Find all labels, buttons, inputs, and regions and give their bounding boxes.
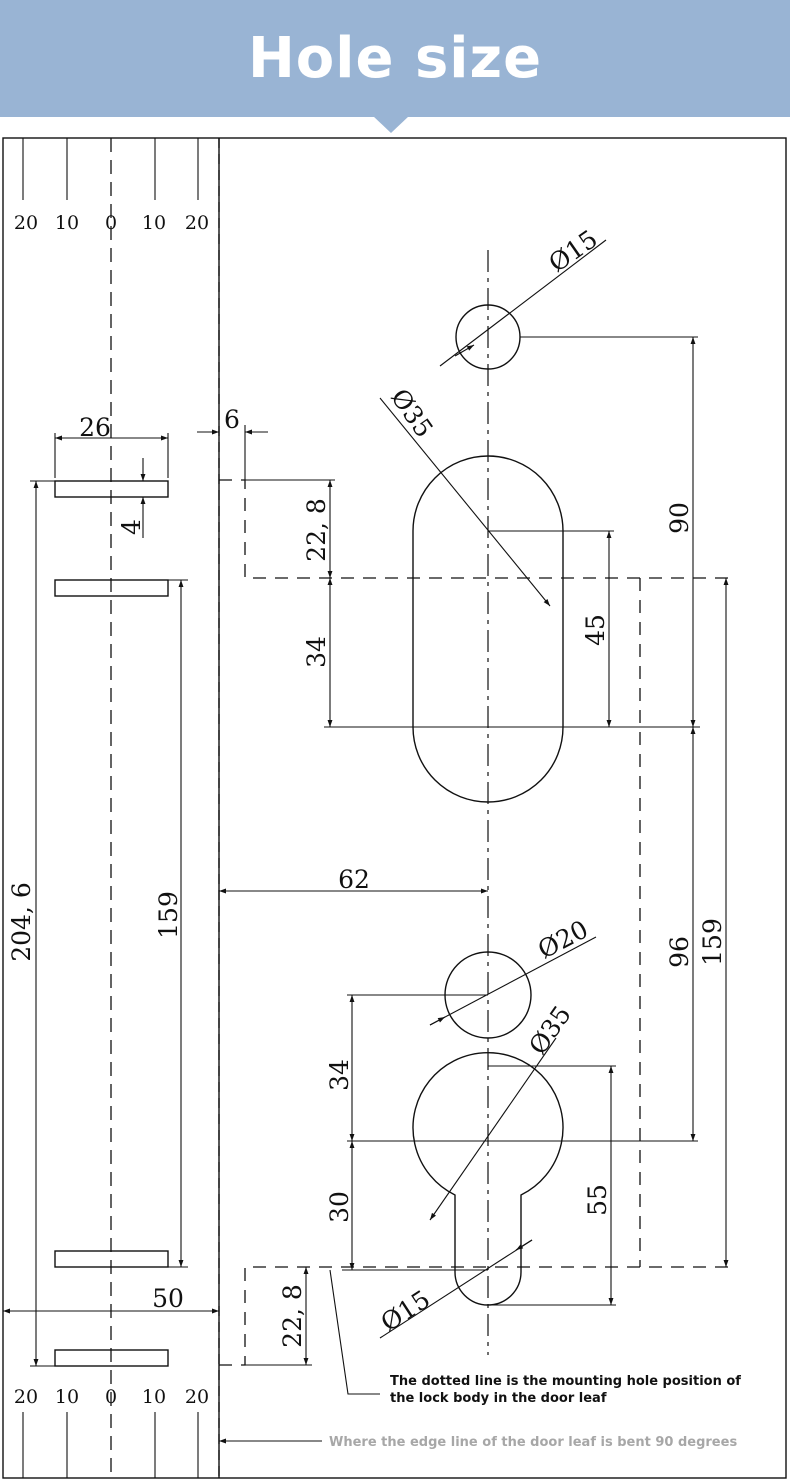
dim-label: 45	[581, 614, 610, 646]
dim-label: Ø15	[376, 1284, 436, 1337]
dim-label: Ø20	[533, 914, 593, 964]
strike-slot	[54, 1349, 169, 1367]
note-mounting-line-2: the lock body in the door leaf	[390, 1391, 607, 1406]
leader-cylinder-tail	[379, 1239, 533, 1339]
dim-label: 62	[338, 865, 370, 894]
note-edge-bent: Where the edge line of the door leaf is …	[329, 1435, 737, 1450]
dim-label: 34	[325, 1059, 354, 1091]
dim-label: 30	[325, 1191, 354, 1223]
page-title: Hole size	[247, 26, 543, 91]
dim-label: Ø35	[523, 1000, 577, 1059]
dim-label: 6	[224, 405, 240, 434]
header-banner	[0, 0, 790, 117]
ruler	[22, 138, 199, 1478]
banner-pointer	[373, 116, 409, 133]
dim-label: 22, 8	[278, 1284, 307, 1348]
dim-label: 90	[665, 502, 694, 534]
dim-label: 204, 6	[7, 882, 36, 962]
dim-label: 96	[665, 936, 694, 968]
strike-slot	[54, 1250, 169, 1268]
ruler-bottom-tick: 10	[142, 1386, 166, 1408]
ruler-top-tick: 0	[105, 212, 117, 234]
dim-label: 4	[117, 519, 146, 535]
dim-strike-width	[54, 433, 169, 478]
dim-label: Ø15	[543, 224, 602, 278]
arrow	[454, 344, 475, 357]
dim-label: 55	[583, 1184, 612, 1216]
strike-slot	[54, 480, 169, 498]
ruler-top-tick: 20	[14, 212, 38, 234]
dim-label: 159	[698, 918, 727, 966]
ruler-bottom-tick: 0	[105, 1386, 117, 1408]
ruler-top-tick: 20	[185, 212, 209, 234]
note-mounting-line-1: The dotted line is the mounting hole pos…	[390, 1374, 741, 1389]
dim-label: 159	[154, 891, 183, 939]
dim-label: 50	[152, 1284, 184, 1313]
ruler-bottom-tick: 20	[14, 1386, 38, 1408]
note-leader-mounting	[329, 1269, 380, 1395]
arrow	[429, 1016, 446, 1026]
dim-label: 34	[302, 636, 331, 668]
strike-slot	[54, 579, 169, 597]
ruler-bottom-tick: 20	[185, 1386, 209, 1408]
arrow	[515, 1239, 533, 1251]
drawing-frame	[2, 137, 787, 1479]
leader-mid-circle	[429, 936, 597, 1026]
ruler-bottom-tick: 10	[55, 1386, 79, 1408]
dim-label: 26	[79, 413, 111, 442]
lock-body-outline	[219, 479, 730, 1366]
dim-label: Ø35	[385, 383, 439, 442]
hole-oblong	[412, 455, 564, 803]
ruler-top-tick: 10	[142, 212, 166, 234]
dim-edge-offset	[197, 425, 268, 480]
ruler-top-tick: 10	[55, 212, 79, 234]
dim-label: 22, 8	[302, 498, 331, 562]
leader-oblong	[379, 397, 551, 607]
leader-cylinder-head	[429, 1037, 557, 1221]
